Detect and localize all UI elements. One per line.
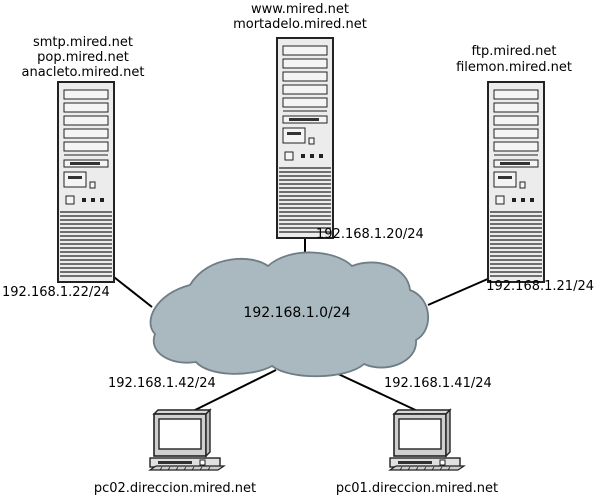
mail-server-name-3: anacleto.mired.net	[22, 65, 145, 80]
network-label: 192.168.1.0/24	[243, 305, 350, 321]
web-server-name-1: www.mired.net	[251, 2, 349, 17]
web-server-ip: 192.168.1.20/24	[316, 227, 424, 242]
ftp-server-tower	[487, 81, 545, 283]
ftp-server-name-1: ftp.mired.net	[472, 44, 557, 59]
ftp-server-name-2: filemon.mired.net	[456, 60, 572, 75]
pc02-desktop	[149, 409, 225, 471]
mail-server-tower	[57, 81, 115, 283]
mail-server-name-2: pop.mired.net	[37, 50, 129, 65]
web-server-name-2: mortadelo.mired.net	[233, 17, 367, 32]
mail-server-name-1: smtp.mired.net	[33, 35, 133, 50]
pc01-ip: 192.168.1.41/24	[384, 376, 492, 391]
mail-server-ip: 192.168.1.22/24	[2, 285, 110, 300]
network-cloud	[149, 251, 430, 378]
pc01-hostname: pc01.direccion.mired.net	[336, 481, 498, 495]
web-server-tower	[276, 37, 334, 239]
link-pc01	[333, 371, 425, 415]
pc02-ip: 192.168.1.42/24	[108, 376, 216, 391]
link-ftp-server	[427, 277, 491, 306]
link-pc02	[186, 369, 277, 415]
ftp-server-ip: 192.168.1.21/24	[486, 279, 594, 294]
pc01-desktop	[389, 409, 465, 471]
pc02-hostname: pc02.direccion.mired.net	[94, 481, 256, 495]
